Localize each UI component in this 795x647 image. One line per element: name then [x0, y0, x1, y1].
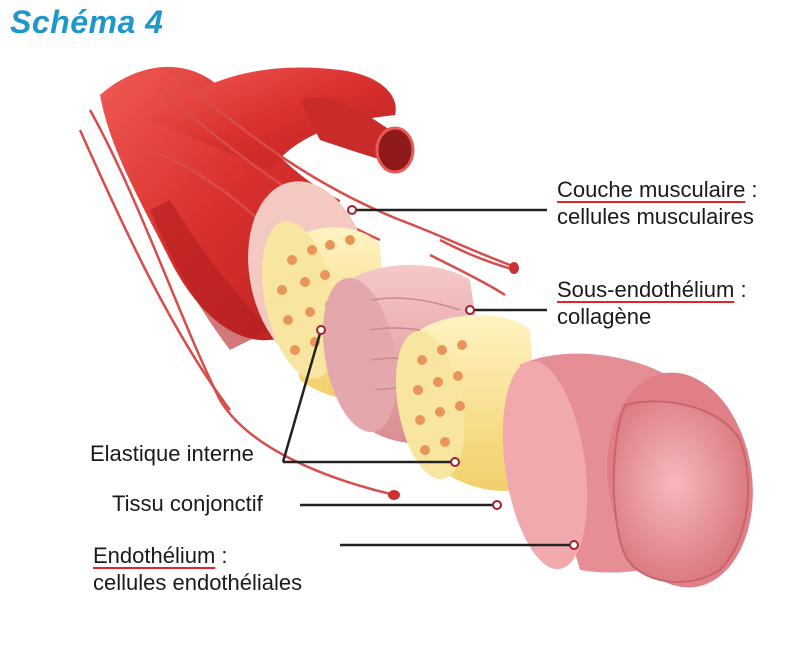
label-tissu-conjonctif: Tissu conjonctif — [112, 491, 263, 516]
label-elastique-interne: Elastique interne — [90, 441, 254, 466]
endothelium-tube — [502, 353, 753, 588]
diagram-title: Schéma 4 — [10, 4, 164, 40]
pointer-dots — [316, 205, 579, 550]
label-couche-musculaire: Couche musculaire : cellules musculaires — [557, 176, 758, 230]
label-sous-sep: : — [734, 277, 747, 302]
label-sous-endothelium: Sous-endothélium : collagène — [557, 276, 747, 330]
label-sous-desc: collagène — [557, 304, 652, 329]
label-endo-sep: : — [215, 543, 228, 568]
label-endothelium: Endothélium : cellules endothéliales — [93, 542, 302, 596]
label-endo-desc: cellules endothéliales — [93, 570, 303, 595]
label-sous-term: Sous-endothélium — [557, 277, 735, 302]
label-couche-term: Couche musculaire — [557, 177, 746, 202]
vessel-end-caps — [388, 262, 519, 500]
lumen-opening — [612, 400, 750, 583]
label-couche-desc: cellules musculaires — [557, 204, 754, 229]
label-endo-term: Endothélium — [93, 543, 216, 568]
pointer-lines — [281, 208, 574, 547]
label-couche-sep: : — [745, 177, 758, 202]
vasa-vasorum-vessels — [78, 69, 516, 497]
